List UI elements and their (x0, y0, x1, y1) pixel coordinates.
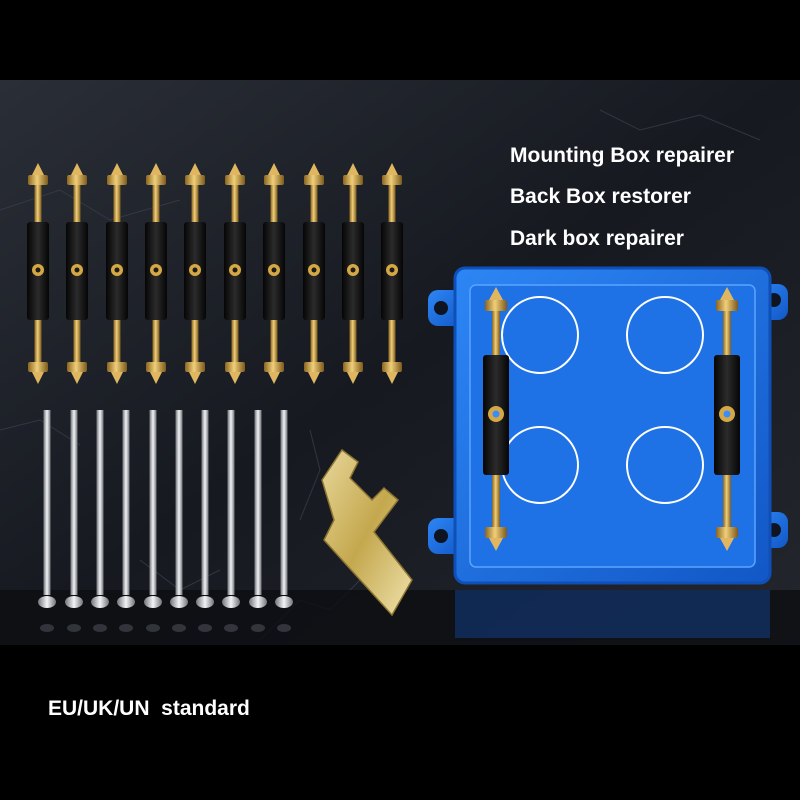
standard-label: EU/UK/UN standard (48, 697, 250, 720)
long-screw-icon (117, 410, 135, 632)
long-screw-icon (144, 410, 162, 632)
repair-bolt-icon (224, 163, 246, 384)
repair-bolt-icon (184, 163, 206, 384)
repair-bolt-icon (381, 163, 403, 384)
long-screw-icon (170, 410, 188, 632)
long-screw-icon (38, 410, 56, 632)
long-screw-icon (65, 410, 83, 632)
repair-bolt-icon (27, 163, 49, 384)
repair-bolt-icon (106, 163, 128, 384)
repair-bolt-icon (145, 163, 167, 384)
headline-dark-box-repairer: Dark box repairer (510, 227, 684, 250)
long-screw-icon (196, 410, 214, 632)
repair-bolt-icon (714, 287, 740, 551)
repair-bolt-icon (342, 163, 364, 384)
long-screw-icon (275, 410, 293, 632)
mounting-box-icon (428, 266, 788, 638)
long-screws (38, 410, 293, 632)
long-screw-icon (222, 410, 240, 632)
repair-bolts (27, 163, 403, 384)
repair-bolt-icon (66, 163, 88, 384)
headline-back-box-restorer: Back Box restorer (510, 185, 691, 208)
headline-mounting-box-repairer: Mounting Box repairer (510, 144, 735, 167)
repair-bolt-icon (263, 163, 285, 384)
long-screw-icon (91, 410, 109, 632)
repair-bolt-icon (483, 287, 509, 551)
wrench-icon (321, 448, 413, 617)
long-screw-icon (249, 410, 267, 632)
repair-bolt-icon (303, 163, 325, 384)
